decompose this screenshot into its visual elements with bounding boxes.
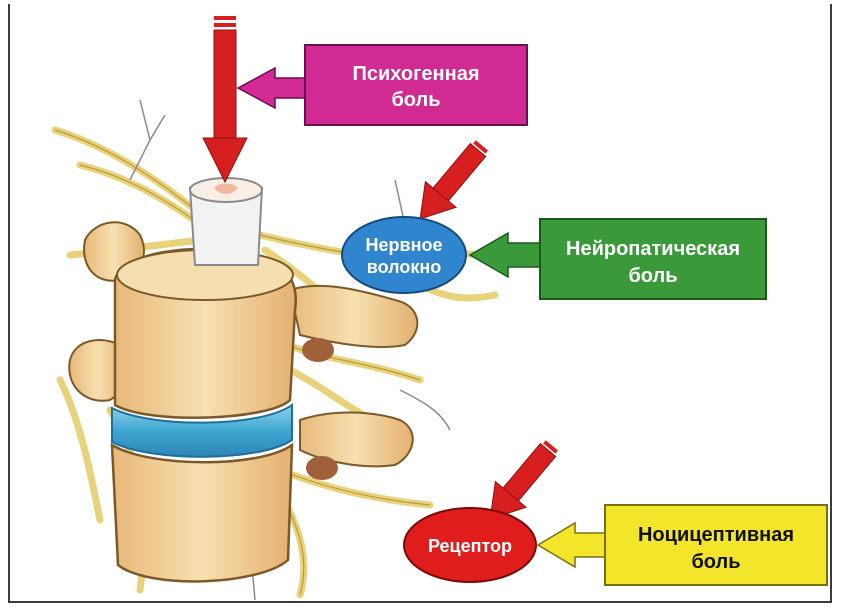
nociceptive-label-line1: Ноцицептивная — [638, 524, 794, 546]
psychogenic-label-line1: Психогенная — [352, 63, 479, 85]
vertebral-body-lower — [112, 445, 292, 581]
nerve-fiber-label-line2: волокно — [367, 257, 441, 277]
nerve-fiber-node: Нервное волокно — [342, 217, 466, 293]
psychogenic-label-box — [305, 45, 527, 125]
psychogenic-arrow — [203, 16, 247, 182]
neuropathic-label-line2: боль — [628, 265, 677, 287]
vertebra-process-upper — [290, 286, 417, 347]
receptor-label: Рецептор — [428, 536, 512, 556]
nerve-root-lower — [306, 456, 338, 480]
psychogenic-label-line2: боль — [391, 89, 440, 111]
neuropathic-callout: Нейропатическая боль — [470, 219, 766, 299]
nerve-root-upper — [302, 338, 334, 362]
nociceptive-label-line2: боль — [691, 551, 740, 573]
receptor-node: Рецептор — [404, 508, 536, 582]
psychogenic-callout: Психогенная боль — [238, 45, 527, 125]
nerve-fiber-ellipse — [342, 217, 466, 293]
nerve-fiber-arrow — [405, 133, 497, 232]
neuropathic-label-line1: Нейропатическая — [566, 238, 740, 260]
nociceptive-callout: Ноцицептивная боль — [538, 505, 827, 585]
nerve-fiber-label-line1: Нервное — [366, 235, 443, 255]
